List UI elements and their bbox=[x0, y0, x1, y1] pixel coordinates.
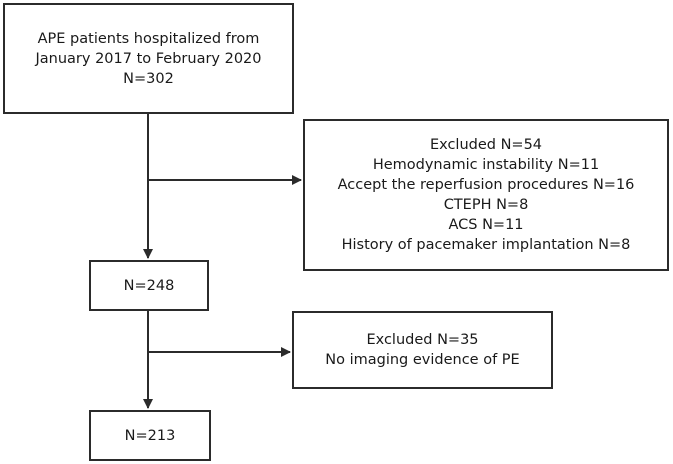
exclusion-box-1: Excluded N=54 Hemodynamic instability N=… bbox=[303, 119, 669, 271]
exclusion-1-line-2: Hemodynamic instability N=11 bbox=[372, 157, 600, 173]
start-box-line-2: January 2017 to February 2020 bbox=[35, 50, 262, 67]
exclusion-2-line-1: Excluded N=35 bbox=[366, 332, 479, 348]
start-box-line-3: N=302 bbox=[123, 70, 174, 87]
exclusion-box-2: Excluded N=35 No imaging evidence of PE bbox=[292, 311, 553, 389]
final-label: N=213 bbox=[124, 427, 176, 444]
exclusion-1-line-5: ACS N=11 bbox=[448, 217, 524, 233]
start-box-line-1: APE patients hospitalized from bbox=[37, 30, 260, 47]
step-2-label: N=248 bbox=[123, 277, 175, 294]
exclusion-1-line-6: History of pacemaker implantation N=8 bbox=[341, 237, 631, 253]
exclusion-1-line-3: Accept the reperfusion procedures N=16 bbox=[337, 177, 635, 193]
start-box-ape-patients: APE patients hospitalized from January 2… bbox=[3, 3, 294, 114]
exclusion-1-line-4: CTEPH N=8 bbox=[443, 197, 529, 213]
exclusion-2-line-2: No imaging evidence of PE bbox=[325, 352, 520, 368]
step-box-n248: N=248 bbox=[89, 260, 209, 311]
final-box-n213: N=213 bbox=[89, 410, 211, 461]
exclusion-1-line-1: Excluded N=54 bbox=[429, 137, 543, 153]
